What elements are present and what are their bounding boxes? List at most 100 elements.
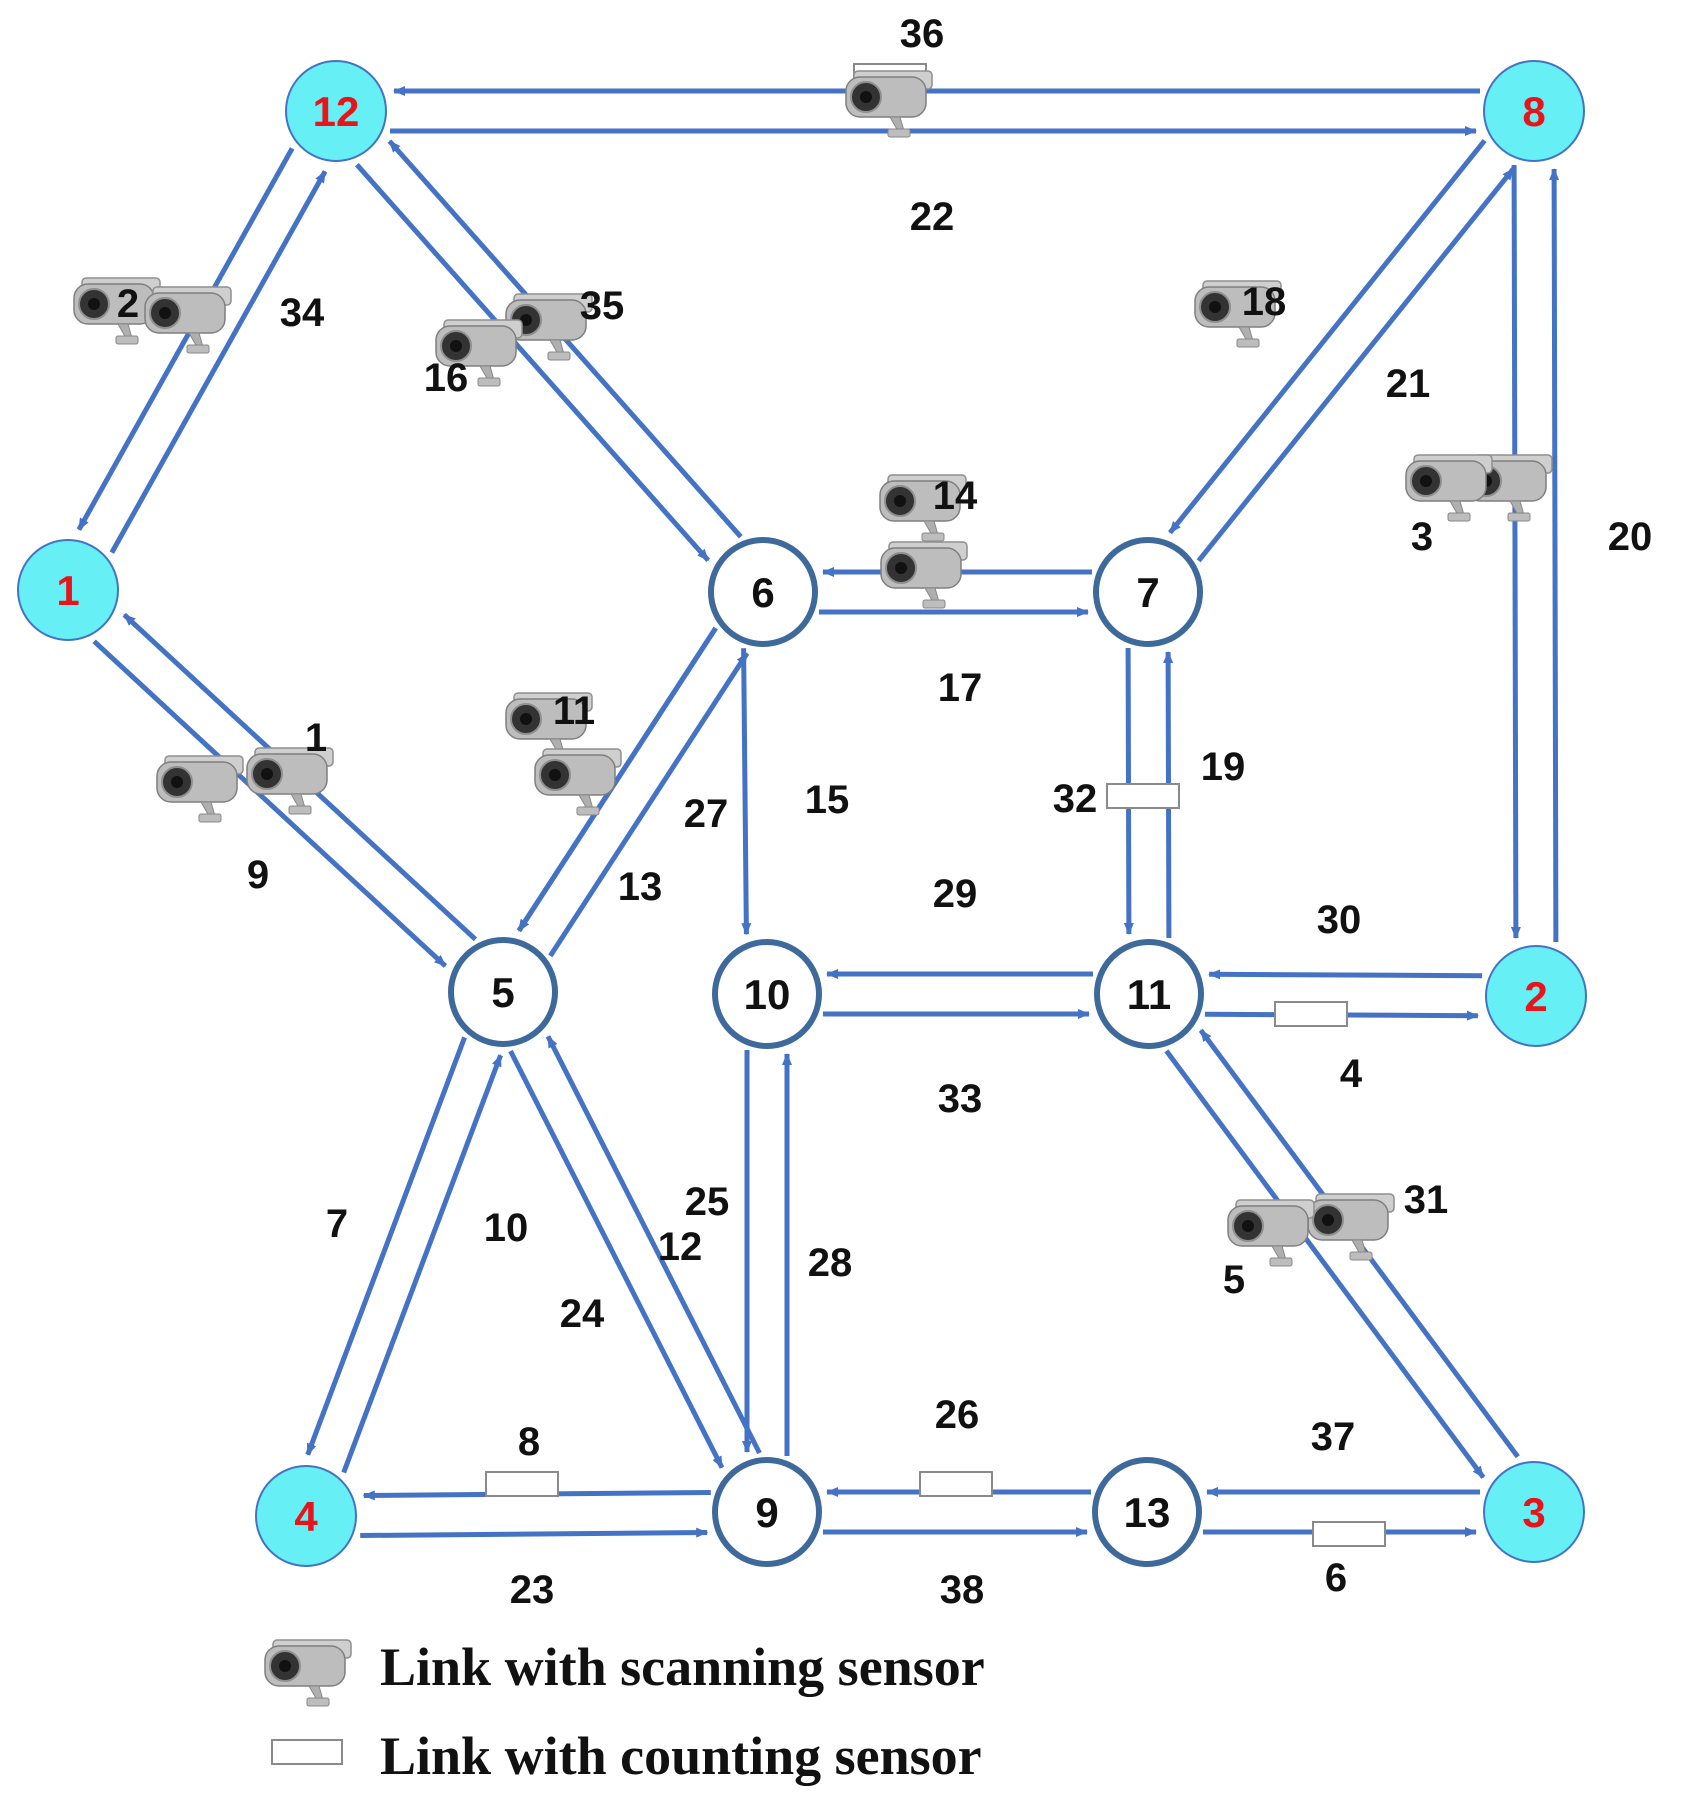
link-32-label: 32 bbox=[1053, 777, 1098, 821]
link-25-label: 25 bbox=[685, 1180, 730, 1224]
link-8-arrow bbox=[360, 1527, 709, 1538]
link-37-label: 37 bbox=[1311, 1415, 1356, 1459]
node-3-label: 3 bbox=[1522, 1489, 1545, 1536]
link-5-scanning-camera-icon bbox=[1227, 1199, 1315, 1267]
legend-scanning-text: Link with scanning sensor bbox=[380, 1637, 985, 1697]
node-6-label: 6 bbox=[751, 569, 774, 616]
node-8-circle bbox=[1483, 60, 1585, 162]
link-2-label: 2 bbox=[117, 282, 139, 326]
link-12-arrow bbox=[508, 1049, 725, 1469]
link-19-counting-sensor-icon bbox=[1106, 783, 1180, 809]
link-13-label: 13 bbox=[618, 865, 663, 909]
legend-counting-sensor-icon bbox=[271, 1739, 343, 1765]
link-6-label: 6 bbox=[1325, 1556, 1347, 1600]
node-11-label: 11 bbox=[1127, 971, 1171, 1018]
link-6-counting-sensor-icon bbox=[1312, 1521, 1386, 1547]
link-33-label: 33 bbox=[938, 1077, 983, 1121]
link-35-label: 35 bbox=[580, 284, 625, 328]
node-8-label: 8 bbox=[1522, 88, 1545, 135]
node-13-circle bbox=[1092, 1457, 1202, 1567]
sensors-layer bbox=[73, 63, 1553, 1547]
link-34-label: 34 bbox=[280, 291, 325, 335]
link-1-arrow bbox=[92, 639, 448, 968]
link-16-label: 16 bbox=[424, 356, 469, 400]
link-18-arrow bbox=[1196, 167, 1516, 563]
link-9-label: 9 bbox=[247, 853, 269, 897]
link-12-label: 12 bbox=[658, 1225, 703, 1269]
link-15-arrow bbox=[741, 648, 752, 936]
node-1-label: 1 bbox=[56, 567, 79, 614]
link-8-counting-sensor-icon bbox=[485, 1471, 559, 1497]
link-3-arrow bbox=[1549, 168, 1560, 943]
link-21-label: 21 bbox=[1386, 362, 1431, 406]
link-8-label: 8 bbox=[518, 1420, 540, 1464]
link-19-label: 19 bbox=[1201, 745, 1246, 789]
link-9-scanning-camera-icon bbox=[156, 755, 244, 823]
node-9-label: 9 bbox=[755, 1489, 778, 1536]
link-7-label: 7 bbox=[326, 1202, 348, 1246]
link-11-label: 11 bbox=[553, 689, 595, 733]
node-11-circle bbox=[1094, 939, 1204, 1049]
link-36-label: 36 bbox=[900, 12, 945, 56]
link-20-arrow bbox=[1510, 164, 1521, 939]
link-10-label: 10 bbox=[484, 1206, 529, 1250]
node-1-circle bbox=[17, 539, 119, 641]
link-34-scanning-camera-icon bbox=[144, 286, 232, 354]
node-3-circle bbox=[1483, 1461, 1585, 1563]
link-23-label: 23 bbox=[510, 1568, 555, 1612]
link-22-scanning-camera-icon bbox=[845, 70, 933, 138]
node-7-label: 7 bbox=[1136, 569, 1159, 616]
node-12-label: 12 bbox=[313, 88, 360, 135]
node-4-circle bbox=[255, 1465, 357, 1567]
link-28-label: 28 bbox=[808, 1241, 853, 1285]
node-12-circle bbox=[285, 60, 387, 162]
link-10-arrow bbox=[305, 1036, 467, 1456]
legend-counting-text: Link with counting sensor bbox=[380, 1726, 982, 1786]
link-11-arrow bbox=[548, 651, 750, 958]
link-2-arrow bbox=[109, 170, 328, 554]
link-31-label: 31 bbox=[1404, 1178, 1449, 1222]
node-10-label: 10 bbox=[744, 971, 791, 1018]
node-2-circle bbox=[1485, 945, 1587, 1047]
link-34-arrow bbox=[76, 147, 295, 531]
link-13-scanning-camera-icon bbox=[534, 748, 622, 816]
link-20-label: 20 bbox=[1608, 515, 1653, 559]
link-17-label: 17 bbox=[938, 666, 983, 710]
legend-scanning-camera-icon bbox=[264, 1639, 352, 1707]
link-27-arrow bbox=[516, 626, 718, 933]
node-7-circle bbox=[1093, 537, 1203, 647]
link-26-counting-sensor-icon bbox=[919, 1471, 993, 1497]
link-4-arrow bbox=[1208, 969, 1483, 980]
node-6-circle bbox=[708, 537, 818, 647]
link-4-counting-sensor-icon bbox=[1274, 1001, 1348, 1027]
links-layer bbox=[76, 86, 1560, 1538]
legend: Link with scanning sensor Link with coun… bbox=[264, 1637, 985, 1786]
node-13-label: 13 bbox=[1124, 1489, 1171, 1536]
link-31-arrow bbox=[1164, 1049, 1486, 1479]
link-29-label: 29 bbox=[933, 872, 978, 916]
link-30-label: 30 bbox=[1317, 898, 1362, 942]
link-1-label: 1 bbox=[305, 716, 327, 760]
link-31-scanning-camera-icon bbox=[1307, 1193, 1395, 1261]
node-10-circle bbox=[712, 939, 822, 1049]
link-15-label: 15 bbox=[805, 778, 850, 822]
node-5-circle bbox=[448, 937, 558, 1047]
link-4-label: 4 bbox=[1340, 1052, 1363, 1096]
node-9-circle bbox=[712, 1457, 822, 1567]
link-35-arrow bbox=[355, 163, 711, 563]
link-5-label: 5 bbox=[1223, 1258, 1245, 1302]
node-4-label: 4 bbox=[294, 1493, 318, 1540]
node-5-label: 5 bbox=[491, 969, 514, 1016]
link-3-label: 3 bbox=[1411, 515, 1433, 559]
link-26-label: 26 bbox=[935, 1393, 980, 1437]
link-3-scanning-camera-icon bbox=[1405, 454, 1493, 522]
link-22-label: 22 bbox=[910, 195, 955, 239]
link-24-arrow bbox=[545, 1035, 762, 1455]
link-14-label: 14 bbox=[933, 474, 978, 518]
link-21-arrow bbox=[1168, 139, 1487, 535]
link-7-arrow bbox=[341, 1054, 503, 1474]
link-17-scanning-camera-icon bbox=[880, 541, 968, 609]
